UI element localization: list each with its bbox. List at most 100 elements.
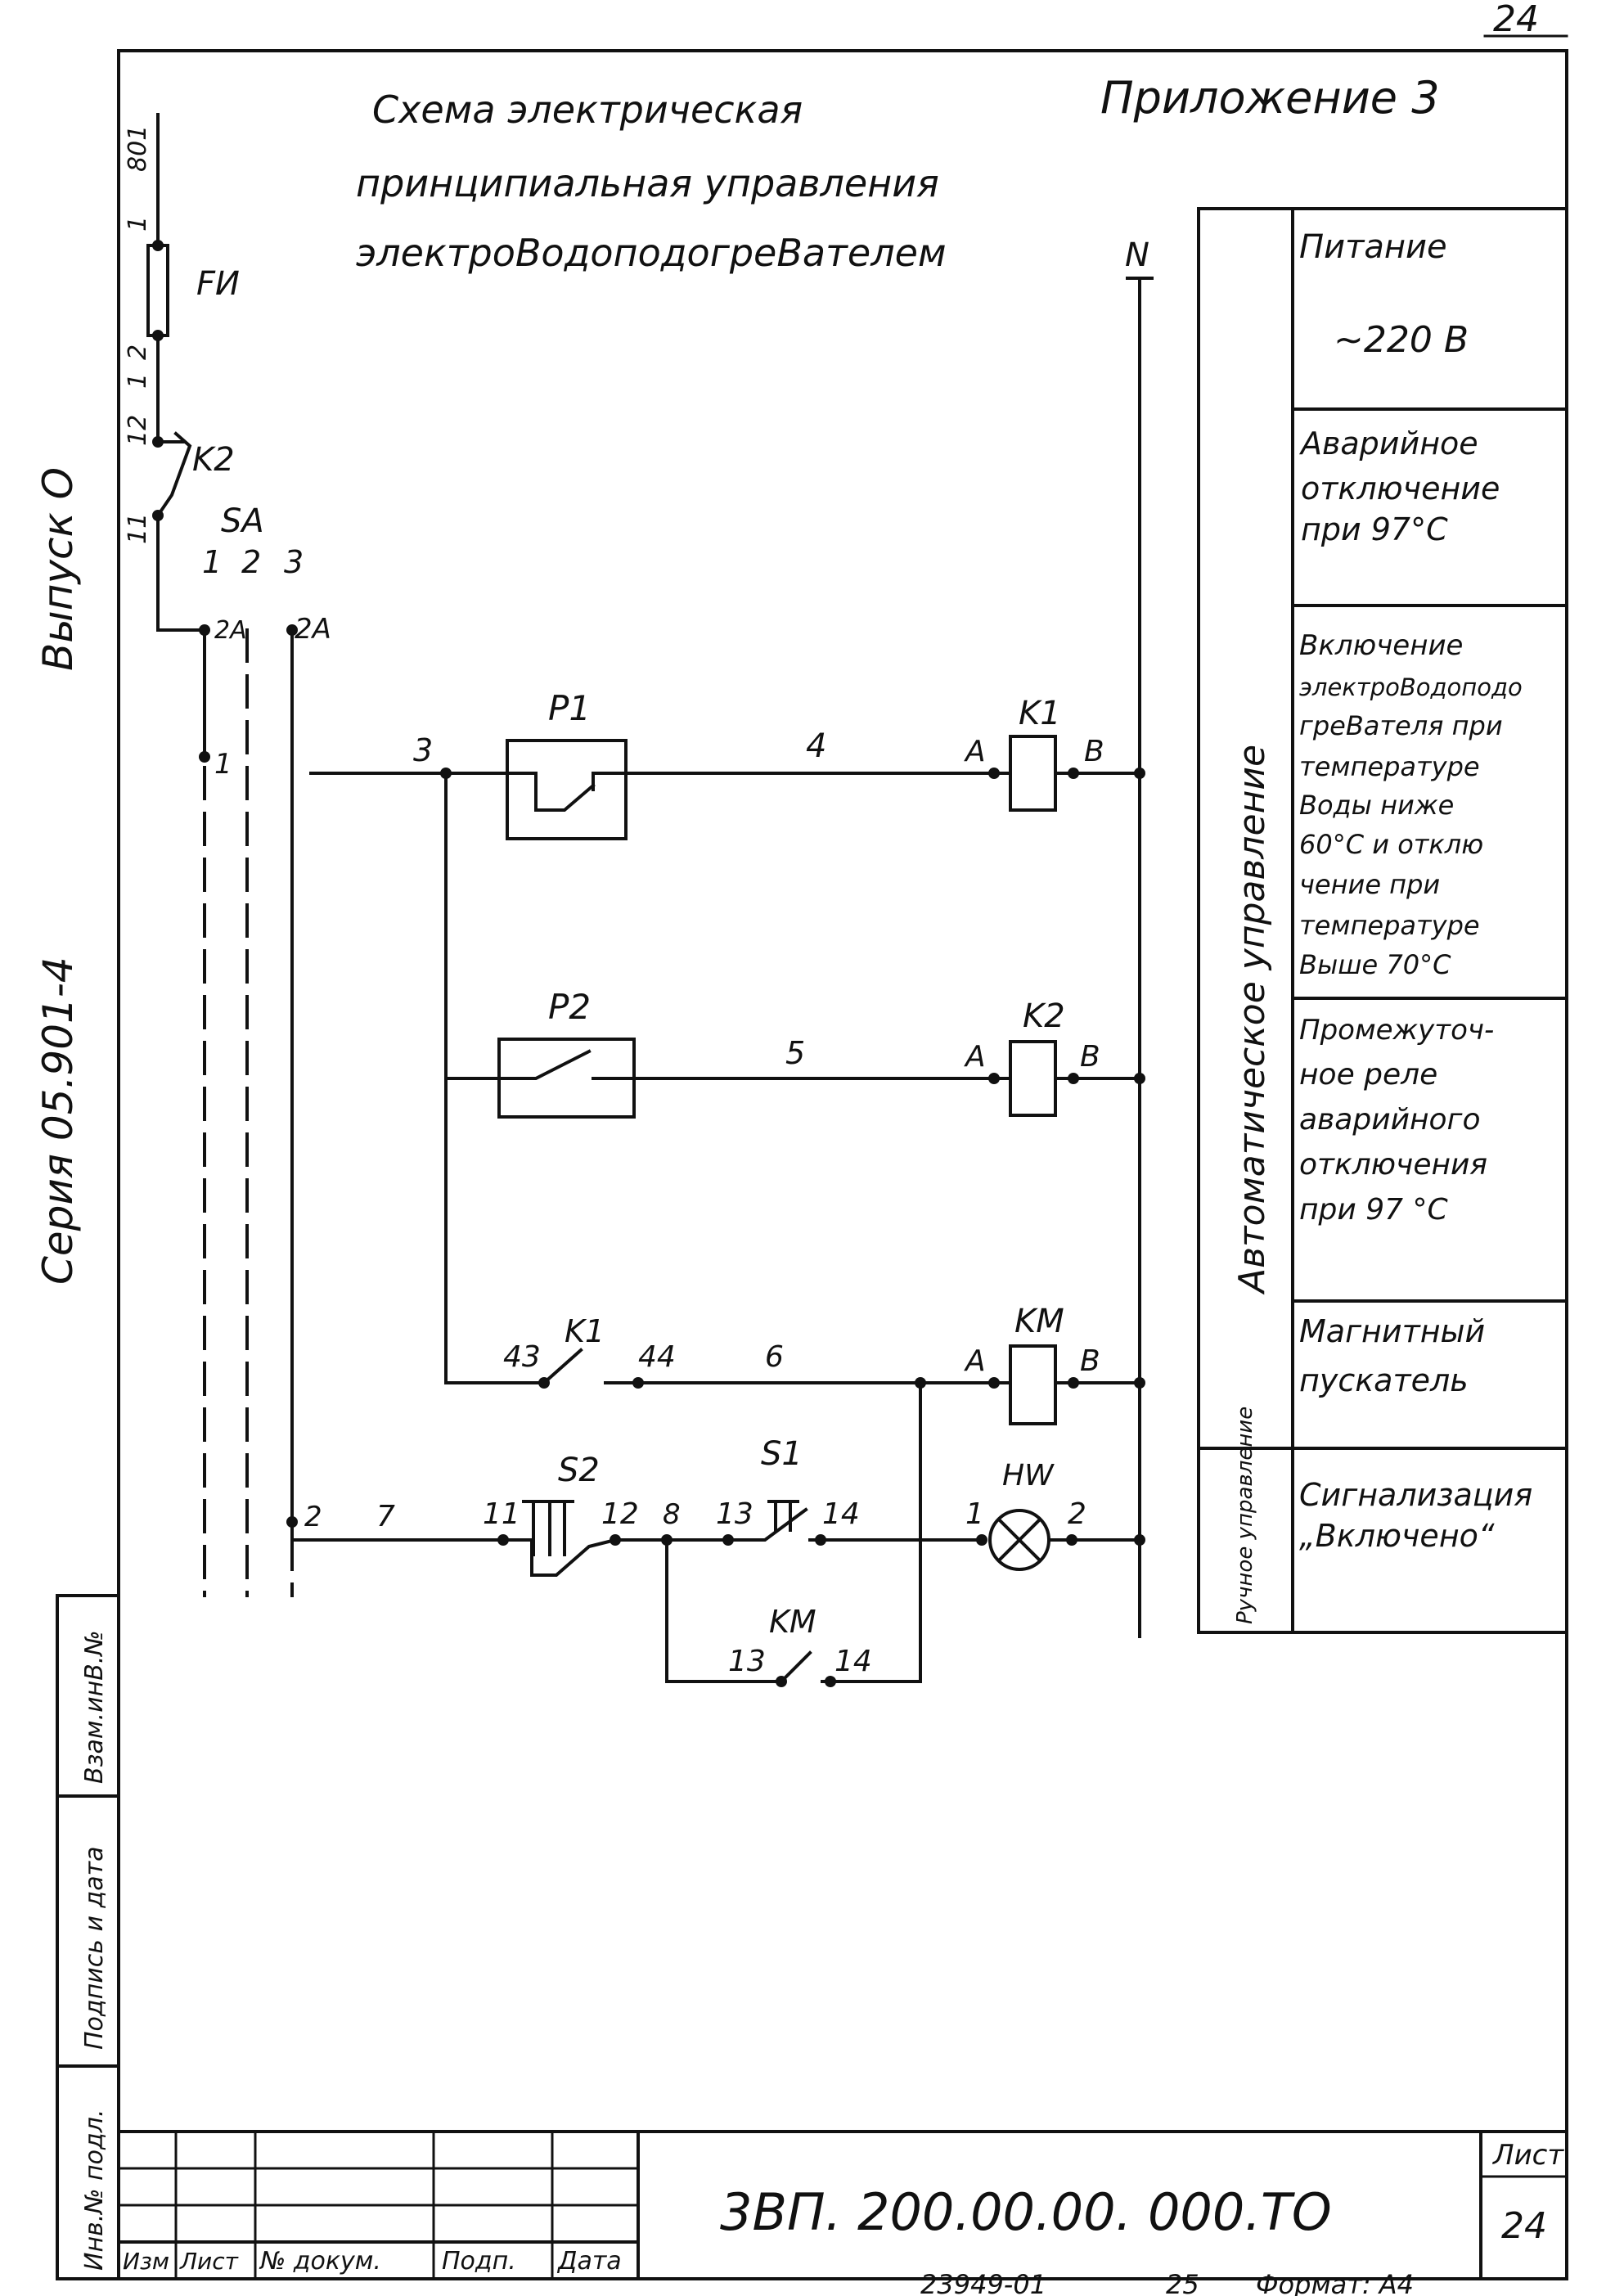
footer-format: Формат: А4 <box>1256 2269 1414 2296</box>
table-row-13: Выше 70°С <box>1299 949 1451 980</box>
km-contact-14: 14 <box>834 1645 872 1678</box>
wire-7: 7 <box>376 1500 395 1533</box>
relay-p2-label: P2 <box>548 987 591 1027</box>
lamp-terminal-1: 1 <box>965 1497 984 1531</box>
wire-3: 3 <box>413 732 433 768</box>
table-row-22: „Включено“ <box>1299 1518 1495 1554</box>
stamp-signature-date: Подпись и дата <box>80 1847 109 2051</box>
node-k1-43 <box>538 1377 550 1389</box>
coil-k1 <box>1009 735 1057 812</box>
table-row-18: при 97 °С <box>1299 1193 1448 1227</box>
node-lamp-1 <box>976 1534 987 1546</box>
km-contact-13: 13 <box>728 1645 766 1678</box>
tb-sheet-number: 24 <box>1501 2205 1547 2247</box>
table-row-15: ное реле <box>1299 1058 1437 1092</box>
node-sa-tap1 <box>199 751 210 763</box>
fuse-fu <box>146 244 169 337</box>
node-km-13 <box>776 1676 787 1687</box>
wire-43: 43 <box>503 1340 541 1374</box>
table-row-9: Воды ниже <box>1299 790 1454 821</box>
fuse-label: FИ <box>196 265 240 303</box>
k1-coil-label: K1 <box>1019 695 1061 732</box>
node-n-3 <box>1134 1377 1145 1389</box>
table-row-11: чение при <box>1299 869 1440 900</box>
k2-coil-label: K2 <box>1023 997 1065 1035</box>
neutral-label: N <box>1125 236 1149 274</box>
table-row-14: Промежуточ- <box>1299 1014 1494 1047</box>
tb-col-change: Изм <box>123 2248 169 2275</box>
relay-p1-label: P1 <box>548 688 591 728</box>
appendix-label: Приложение 3 <box>1100 72 1440 124</box>
wire-801: 801 <box>124 125 152 172</box>
node-km-14 <box>825 1676 836 1687</box>
k1-terminal-a: A <box>964 735 986 768</box>
page-number: 24 <box>1493 0 1539 40</box>
wire-6: 6 <box>765 1340 784 1374</box>
tb-col-sheet: Лист <box>179 2248 239 2275</box>
km-terminal-a: A <box>964 1344 986 1378</box>
tb-col-sign: Подп. <box>442 2247 516 2276</box>
issue-label: Выпуск О <box>34 467 82 671</box>
table-group-manual: Ручное управление <box>1233 1407 1257 1624</box>
wire-8: 8 <box>663 1498 681 1531</box>
km-terminal-b: B <box>1080 1344 1100 1378</box>
node-k1-44 <box>632 1377 644 1389</box>
supply-line <box>156 113 206 632</box>
node-km-b <box>1068 1377 1079 1389</box>
wire-4: 4 <box>806 727 826 765</box>
wire-44: 44 <box>638 1340 676 1374</box>
table-row-20: пускатель <box>1299 1362 1469 1398</box>
push-button-s2 <box>502 1500 618 1577</box>
sa-tap-2: 2 <box>304 1501 322 1533</box>
table-row-12: температуре <box>1299 910 1480 941</box>
relay-p2-contact <box>444 1049 996 1080</box>
signal-lamp-hw <box>988 1509 1050 1571</box>
s1-terminal-14: 14 <box>822 1497 860 1531</box>
table-row-2: Аварийное <box>1298 425 1478 461</box>
coil-k2 <box>1009 1040 1057 1117</box>
k1-terminal-b: B <box>1084 735 1104 768</box>
k1-make-contact <box>542 1348 996 1385</box>
s2-terminal-11: 11 <box>483 1497 520 1531</box>
k2-contact-label: K2 <box>192 441 235 479</box>
sa-2a-left: 2A <box>214 616 247 645</box>
wire-12: 12 <box>124 415 152 446</box>
table-row-19: Магнитный <box>1299 1313 1485 1349</box>
series-label: Серия 05.901-4 <box>34 957 82 1285</box>
node-fuse-bottom <box>152 330 164 341</box>
k1-contact-label: K1 <box>565 1313 605 1349</box>
function-table <box>1197 207 1568 1634</box>
stamp-original-inventory: Инв.№ подл. <box>80 2109 109 2271</box>
sa-tap-1: 1 <box>214 748 232 781</box>
tb-col-date: Дата <box>556 2247 622 2276</box>
s2-label: S2 <box>558 1452 600 1489</box>
node-n-4 <box>1134 1534 1145 1546</box>
node-k1-b <box>1068 768 1079 779</box>
coil-km <box>1009 1344 1057 1425</box>
push-button-s1 <box>727 1500 983 1542</box>
table-row-17: отключения <box>1299 1148 1487 1182</box>
stamp-replace-inventory: Взам.инВ.№ <box>80 1630 109 1784</box>
diagram-title-line1: Схема электрическая <box>372 88 803 132</box>
table-row-21: Сигнализация <box>1299 1477 1532 1513</box>
table-row-5: Включение <box>1299 629 1463 662</box>
table-row-4: при 97°С <box>1301 511 1448 547</box>
tb-doc-code: 3ВП. 200.00.00. 000.ТО <box>720 2182 1332 2242</box>
table-group-auto: Автоматическое управление <box>1231 745 1273 1295</box>
s1-label: S1 <box>761 1435 803 1473</box>
node-fuse-top <box>152 240 164 251</box>
node-sa-tap2 <box>286 1516 298 1528</box>
k2-break-contact <box>155 431 192 518</box>
footer-copy: 25 <box>1166 2269 1199 2296</box>
lamp-label: HW <box>1002 1459 1055 1492</box>
sa-position-3: 3 <box>284 544 304 580</box>
footer-inventory: 23949-01 <box>920 2269 1046 2296</box>
bus-lines <box>309 277 1154 1638</box>
diagram-title-line3: электроВодоподогреВателем <box>356 231 947 275</box>
k2-terminal-a: A <box>964 1040 986 1074</box>
k2-terminal-b: B <box>1080 1040 1100 1074</box>
node-k2-b <box>1068 1073 1079 1084</box>
table-row-0: Питание <box>1299 228 1447 266</box>
wire-1-mid: 1 <box>124 373 152 389</box>
